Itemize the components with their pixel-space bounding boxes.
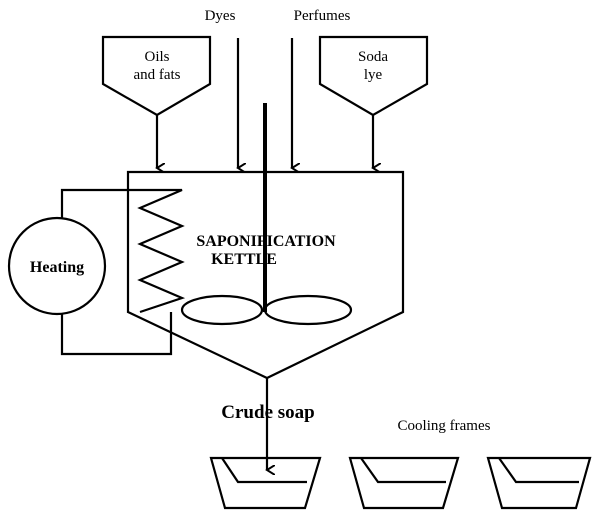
cooling-frame-3	[486, 456, 592, 510]
heating-coil	[128, 188, 186, 314]
heating-pipe-top	[60, 188, 128, 218]
oils-and-fats-hopper: Oils and fats	[101, 35, 212, 168]
cooling-frame-2	[348, 456, 460, 510]
heating-label: Heating	[30, 259, 84, 276]
soda-label-line1: Soda	[358, 49, 388, 65]
perfumes-label: Perfumes	[294, 8, 351, 24]
stirrer-paddle-left	[180, 294, 264, 326]
oils-label-line1: Oils	[144, 49, 169, 65]
stirrer-paddle-right	[263, 294, 353, 326]
crude-soap-label: Crude soap	[221, 402, 314, 423]
heating-pipe-bottom	[60, 312, 173, 356]
cooling-frames-label: Cooling frames	[398, 418, 491, 434]
oils-label-line2: and fats	[133, 67, 180, 83]
soda-lye-hopper: Soda lye	[318, 35, 429, 168]
soda-label-line2: lye	[364, 67, 383, 83]
dyes-label: Dyes	[205, 8, 236, 24]
kettle-label-line1: SAPONIFICATION	[196, 233, 336, 250]
heating-unit	[7, 216, 107, 316]
cooling-frame-1	[209, 456, 322, 510]
kettle-label-line2: KETTLE	[211, 251, 277, 268]
saponification-kettle	[126, 170, 405, 380]
